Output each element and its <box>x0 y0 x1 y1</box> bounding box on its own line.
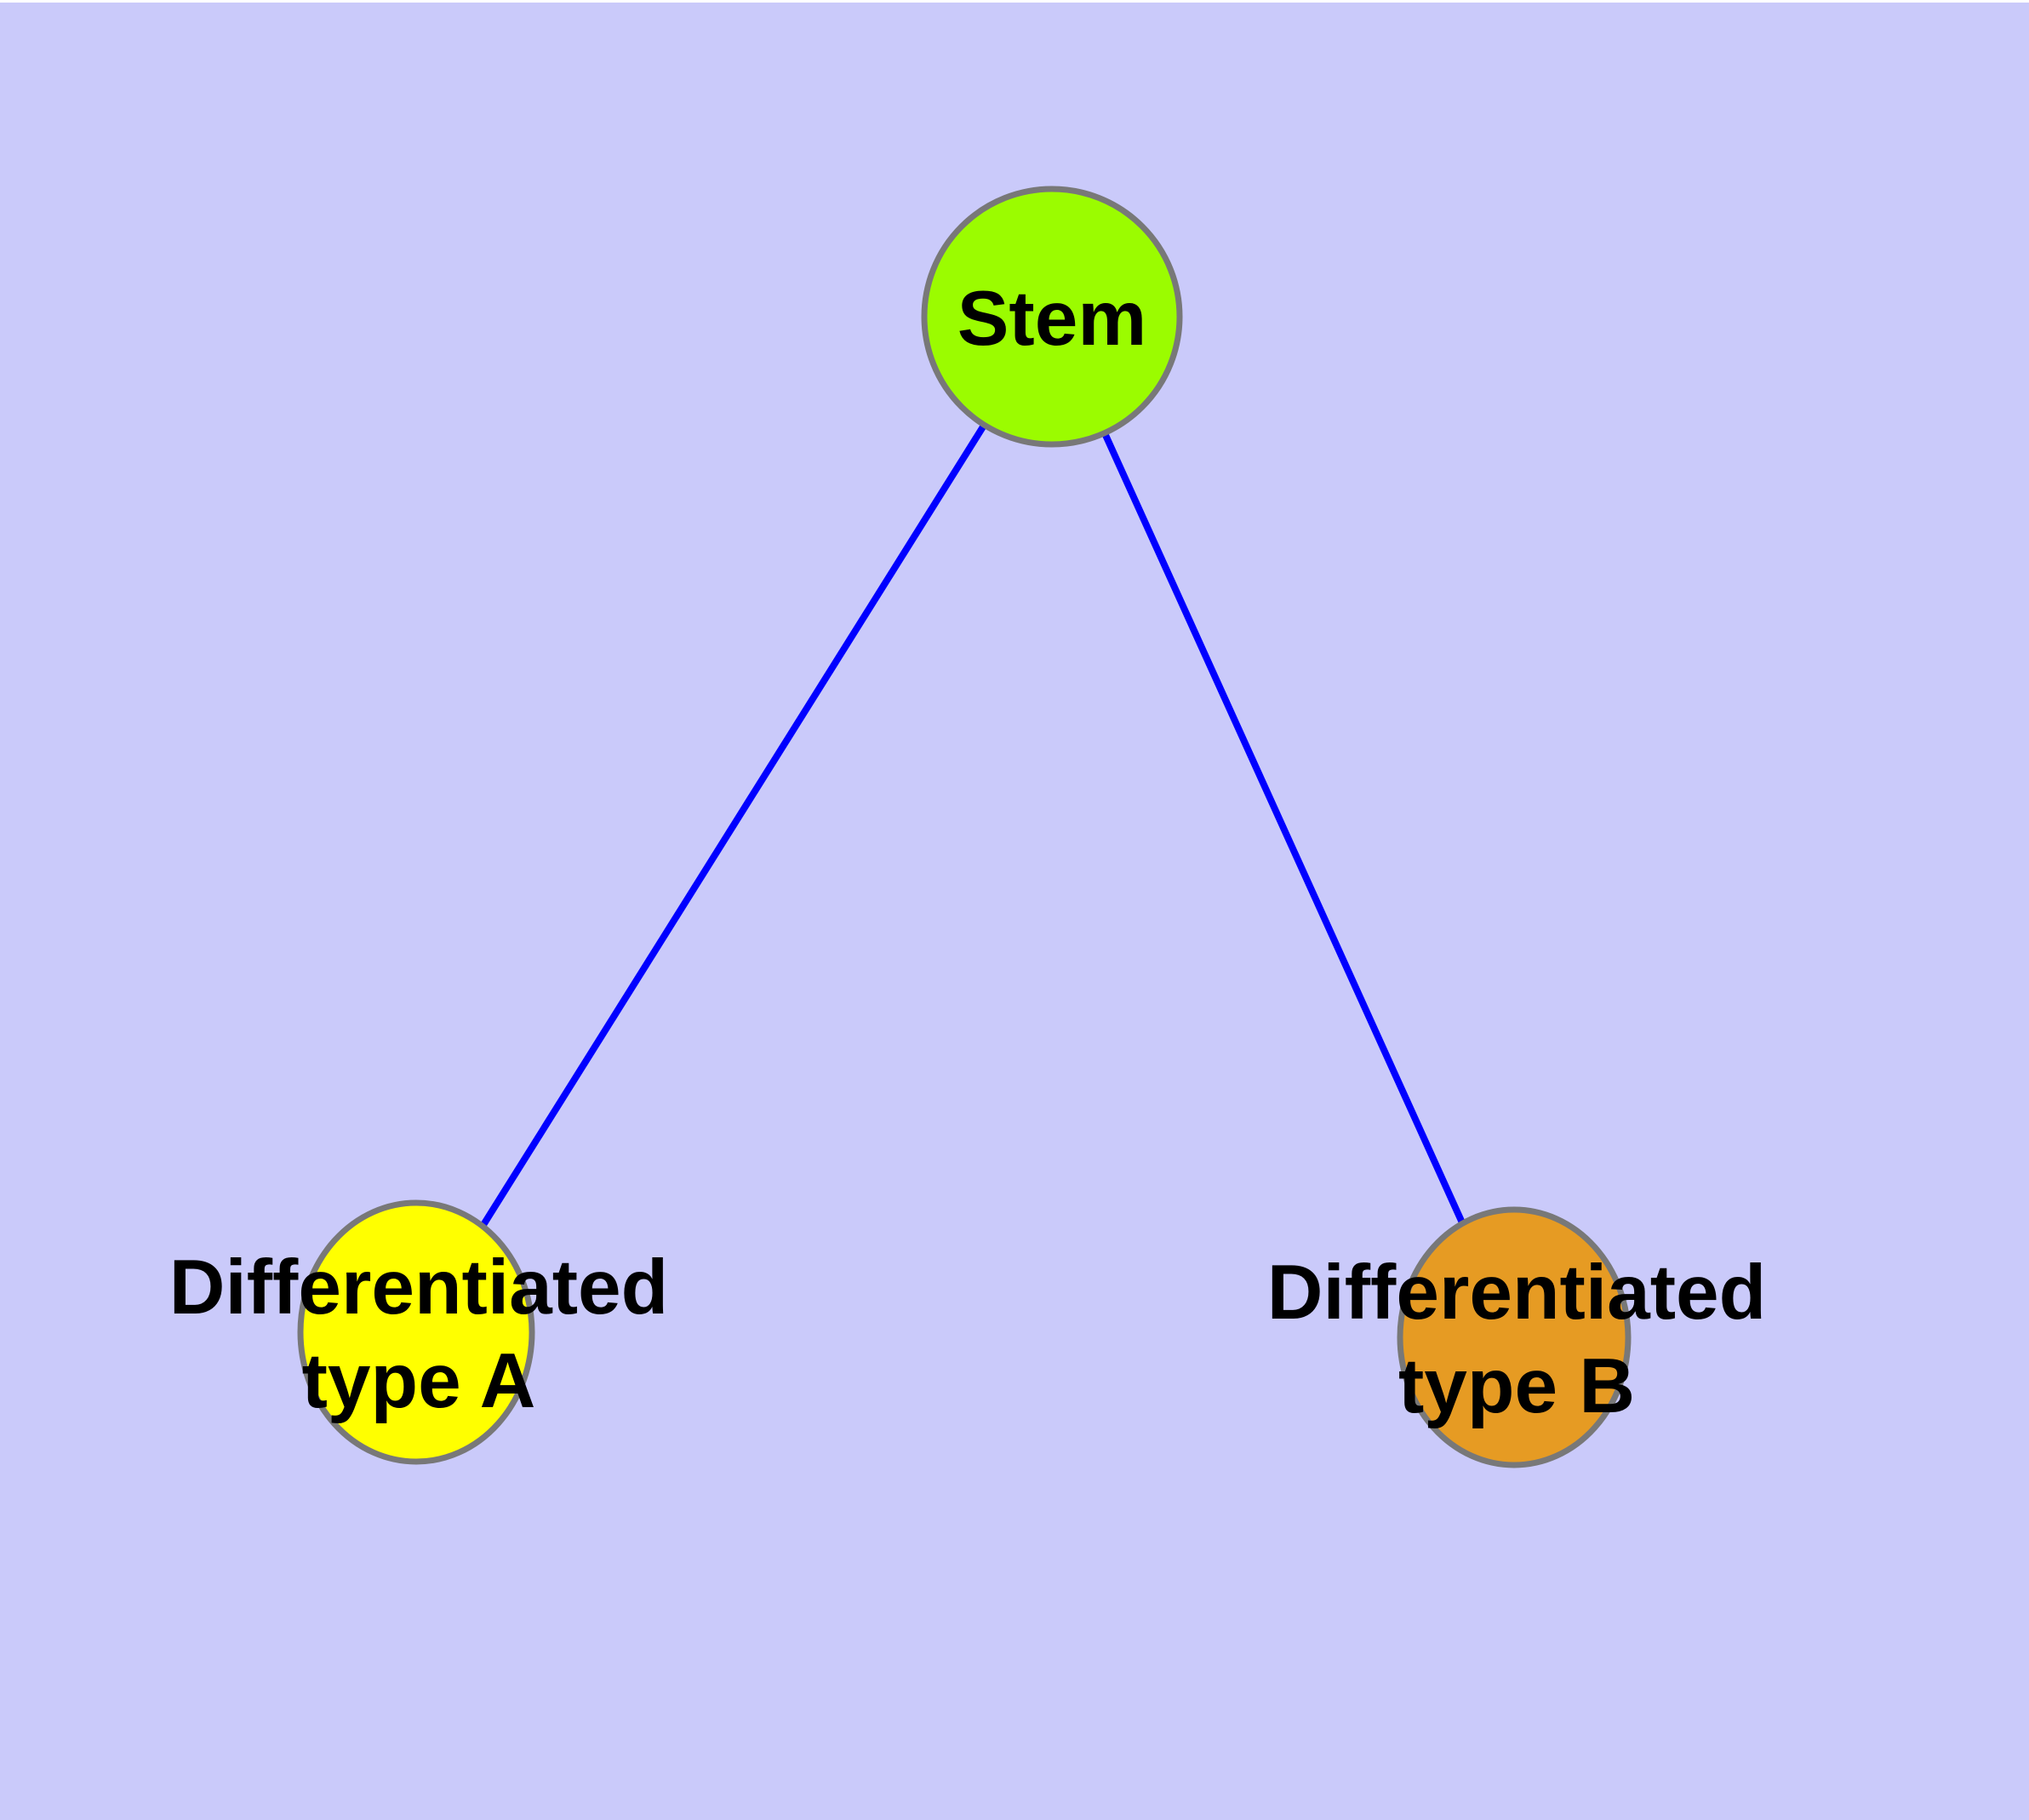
edge-stem-to-type-b <box>1049 315 1517 1339</box>
node-type-b-label-line1: Differentiated <box>1267 1250 1767 1336</box>
node-type-a-label-line2: type A <box>302 1338 536 1424</box>
node-type-b-label-line2: type B <box>1398 1343 1635 1429</box>
node-stem-label: Stem <box>957 276 1147 362</box>
node-stem <box>921 186 1183 448</box>
node-type-a-label-line1: Differentiated <box>169 1245 669 1331</box>
node-differentiated-type-a <box>297 1199 535 1465</box>
node-differentiated-type-b <box>1397 1206 1632 1468</box>
edge-stem-to-type-a <box>413 314 1055 1335</box>
